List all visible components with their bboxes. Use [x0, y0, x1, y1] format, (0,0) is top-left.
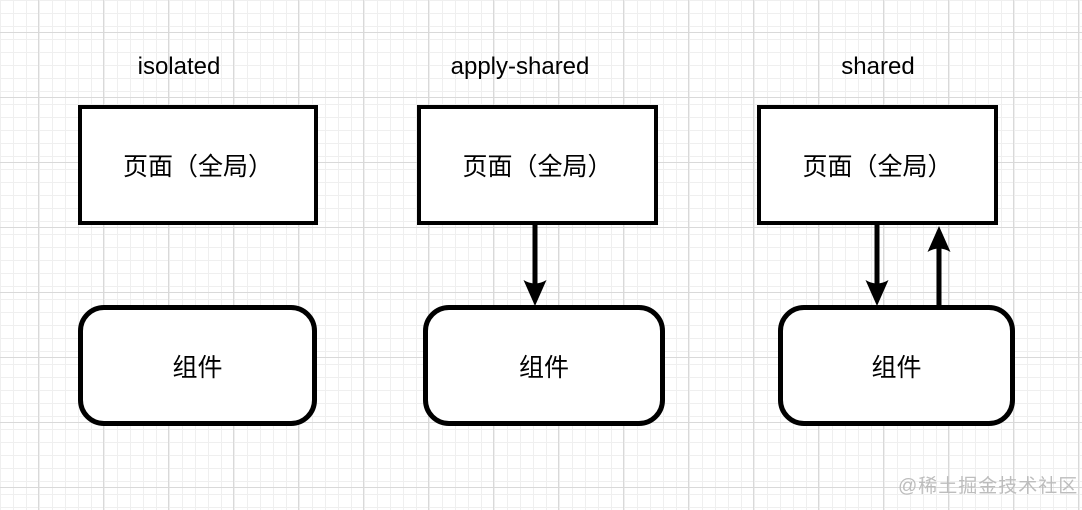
component-box-label: 组件 [871, 353, 922, 382]
arrow-down-shared [865, 225, 889, 306]
column-title-shared: shared [841, 53, 915, 80]
page-box-shared: 页面（全局） [757, 105, 998, 225]
component-box-apply-shared: 组件 [423, 305, 665, 426]
arrow-up-shared [927, 226, 951, 306]
column-title-isolated: isolated [137, 53, 221, 80]
component-box-label: 组件 [518, 353, 569, 382]
component-box-shared: 组件 [778, 305, 1015, 426]
page-box-label: 页面（全局） [802, 153, 953, 181]
component-box-isolated: 组件 [78, 305, 317, 426]
column-title-apply-shared: apply-shared [450, 53, 590, 80]
watermark: @稀土掘金技术社区 [898, 476, 1079, 497]
page-box-isolated: 页面（全局） [78, 105, 318, 225]
component-box-label: 组件 [172, 353, 223, 382]
page-box-apply-shared: 页面（全局） [417, 105, 658, 225]
arrow-down-apply-shared [523, 225, 547, 306]
page-box-label: 页面（全局） [462, 153, 613, 181]
page-box-label: 页面（全局） [122, 153, 273, 181]
